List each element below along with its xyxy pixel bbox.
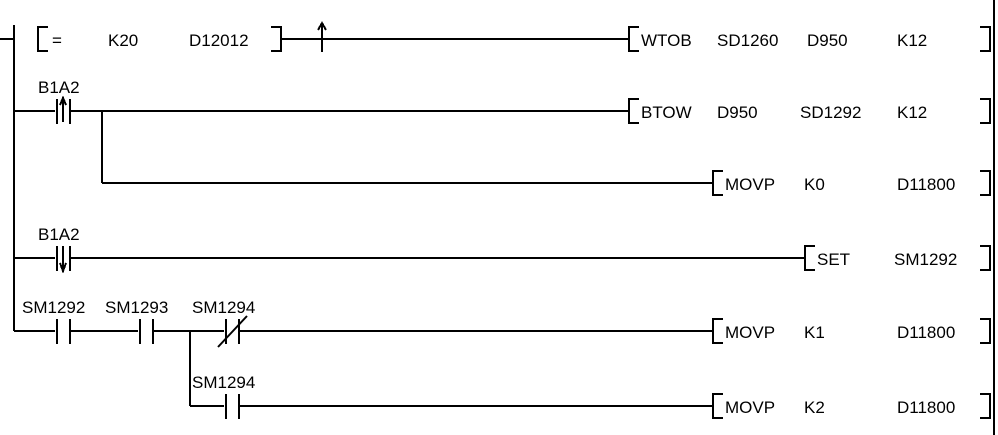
rung-2: B1A2 BTOW D950 SD1292 K12: [14, 78, 991, 124]
rung-3-instruction-open-bracket: [712, 170, 723, 196]
contact-b1a2-rising[interactable]: [56, 95, 71, 124]
rung-2-instruction-close-bracket: [980, 98, 991, 124]
rung-3-instruction-close-bracket: [980, 170, 991, 196]
rung-5: SM1292 SM1293 SM1294 MOVP K1 D11800: [14, 298, 991, 348]
rung-5-instruction-name: MOVP: [725, 323, 775, 342]
rung-3: MOVP K0 D11800: [101, 111, 991, 196]
rung-5-instruction-open-bracket: [712, 318, 723, 344]
rung-6-instruction-close-bracket: [980, 393, 991, 419]
rung-3-instruction-name: MOVP: [725, 175, 775, 194]
rung-4-instruction-open-bracket: [804, 245, 815, 271]
rung-4-operand-1: SM1292: [894, 250, 957, 269]
rung-5-operand-2: D11800: [897, 323, 955, 342]
contact-sm1294-no[interactable]: [225, 394, 240, 419]
rung-4: B1A2 SET SM1292: [14, 225, 991, 274]
compare-block-open-bracket: [37, 26, 48, 52]
rung-3-operand-1: K0: [804, 175, 825, 194]
compare-block-close-bracket: [271, 26, 282, 52]
rung-4-instruction-name: SET: [817, 250, 850, 269]
compare-operator: =: [52, 31, 62, 50]
rung-6-operand-1: K2: [804, 398, 825, 417]
contact-b1a2-falling[interactable]: [56, 246, 71, 274]
rung-6-instruction-open-bracket: [712, 393, 723, 419]
rising-edge-pulse-icon: [317, 20, 327, 52]
rung-1-instruction-name: WTOB: [641, 31, 692, 50]
rung-1-instruction-open-bracket: [628, 26, 639, 52]
contact-label-sm1294-no: SM1294: [192, 373, 255, 392]
rung-6-operand-2: D11800: [897, 398, 955, 417]
rung-1-operand-2: D950: [807, 31, 848, 50]
contact-label-sm1293: SM1293: [105, 298, 168, 317]
rung-2-instruction-open-bracket: [628, 98, 639, 124]
contact-sm1293-no[interactable]: [139, 319, 154, 344]
rung-1-operand-3: K12: [897, 31, 927, 50]
rung-2-operand-1: D950: [717, 103, 758, 122]
contact-label-b1a2-rising: B1A2: [38, 78, 80, 97]
rung-5-instruction-close-bracket: [980, 318, 991, 344]
rung-3-operand-2: D11800: [897, 175, 955, 194]
rung-5-operand-1: K1: [804, 323, 825, 342]
compare-operand-2: D12012: [189, 31, 249, 50]
rung-2-instruction-name: BTOW: [641, 103, 692, 122]
contact-label-sm1292: SM1292: [22, 298, 85, 317]
rung-2-operand-3: K12: [897, 103, 927, 122]
rung-1: = K20 D12012 WTOB SD1260 D950 K12: [37, 20, 991, 52]
contact-label-b1a2-falling: B1A2: [38, 225, 80, 244]
contact-label-sm1294-nc: SM1294: [192, 298, 255, 317]
rung-4-instruction-close-bracket: [980, 245, 991, 271]
rung-6: SM1294 MOVP K2 D11800: [189, 331, 991, 419]
rung-1-instruction-close-bracket: [980, 26, 991, 52]
rung-1-operand-1: SD1260: [717, 31, 778, 50]
compare-operand-1: K20: [108, 31, 138, 50]
contact-sm1292-no[interactable]: [56, 319, 71, 344]
rung-6-instruction-name: MOVP: [725, 398, 775, 417]
rung-2-operand-2: SD1292: [800, 103, 861, 122]
